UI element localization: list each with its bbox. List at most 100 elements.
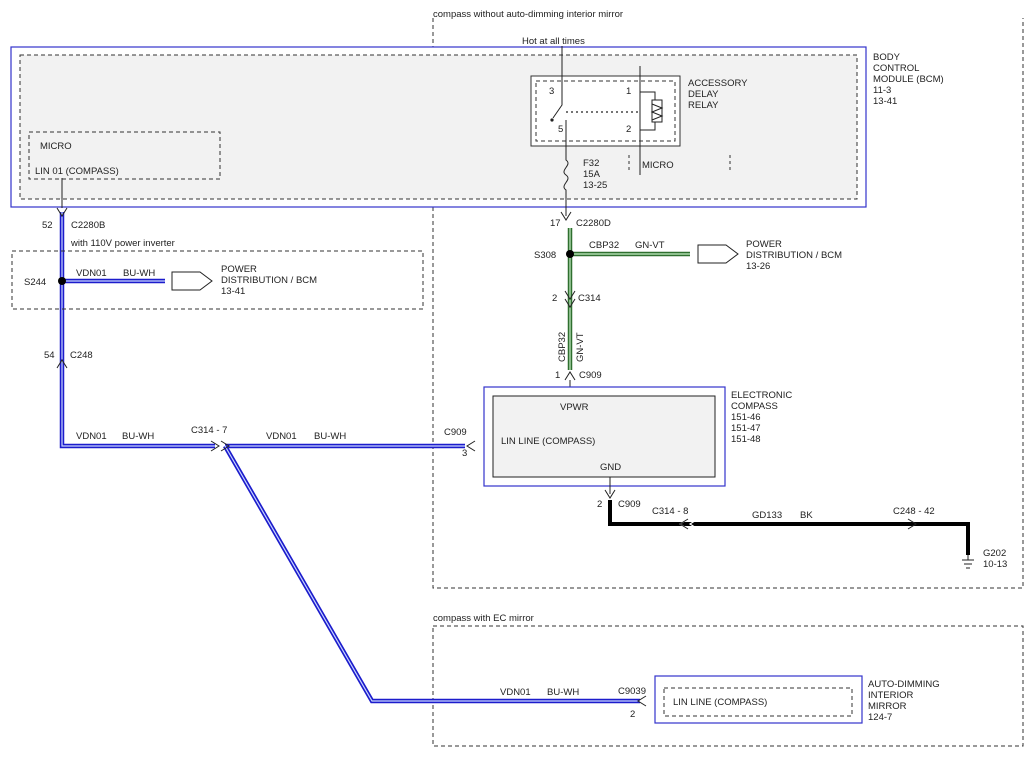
compass-module-inner — [492, 395, 716, 478]
compass-lin: LIN LINE (COMPASS) — [501, 436, 595, 447]
compass-title-3: 151-46 — [731, 412, 761, 423]
c909-a-pin: 1 — [555, 370, 560, 381]
blue-wire-left-vertical — [59, 212, 215, 449]
relay-pin-1: 1 — [626, 86, 631, 97]
compass-title-4: 151-47 — [731, 423, 761, 434]
bcm-micro-label: MICRO — [40, 141, 72, 152]
region-without-mirror-outline — [432, 18, 1024, 589]
relay-title-2: DELAY — [688, 89, 719, 100]
c9039-name: C9039 — [618, 686, 646, 697]
power-dist-2-arrow — [697, 244, 739, 264]
c314-a-name: C314 — [578, 293, 601, 304]
s244-splice-dot — [58, 277, 66, 285]
mirror-module-inner — [663, 687, 853, 717]
c2280b-pin: 52 — [42, 220, 53, 231]
power-dist-1-line-1: POWER — [221, 264, 257, 275]
wire-cbp32-branch: CBP32 — [589, 240, 619, 251]
bcm-title-5: 13-41 — [873, 96, 897, 107]
mirror-title-1: AUTO-DIMMING — [868, 679, 940, 690]
mirror-module-outline — [654, 675, 863, 724]
ground-symbol-icon — [962, 559, 974, 569]
wire-vdn01-left: VDN01 — [76, 431, 107, 442]
c909-a-connector-mark — [564, 371, 576, 381]
c2280d-pin: 17 — [550, 218, 561, 229]
mirror-title-2: INTERIOR — [868, 690, 914, 701]
relay-switch-arm — [552, 70, 563, 119]
bcm-title-4: 11-3 — [873, 85, 891, 96]
relay-title-3: RELAY — [688, 100, 719, 111]
wire-buwh-mirror: BU-WH — [547, 687, 579, 698]
compass-title-5: 151-48 — [731, 434, 761, 445]
c909-b-name: C909 — [444, 427, 467, 438]
mirror-title-4: 124-7 — [868, 712, 892, 723]
wire-buwh-mid: BU-WH — [314, 431, 346, 442]
relay-inner-box — [535, 80, 676, 142]
c909-b-connector-mark — [466, 440, 476, 452]
wire-bk: BK — [800, 510, 813, 521]
s308-label: S308 — [534, 250, 556, 261]
blue-wire-to-mirror — [223, 444, 640, 704]
fuse-line-3: 13-25 — [583, 180, 607, 191]
c314-a-connector-mark — [564, 290, 576, 308]
relay-coil-winding — [650, 103, 664, 121]
region-ec-mirror-outline — [432, 625, 1024, 747]
c248-42-connector-mark — [907, 518, 917, 530]
wire-buwh-s244: BU-WH — [123, 268, 155, 279]
power-dist-2-line-3: 13-26 — [746, 261, 770, 272]
c909-b-pin: 3 — [462, 448, 467, 459]
inverter-note: with 110V power inverter — [70, 238, 175, 249]
micro-right-ticks — [628, 155, 731, 170]
wire-gnvt-vertical: GN-VT — [575, 332, 586, 362]
c909-a-name: C909 — [579, 370, 602, 381]
wire-vdn01-mid: VDN01 — [266, 431, 297, 442]
bcm-module-inner — [19, 54, 858, 200]
c314-a-pin: 2 — [552, 293, 557, 304]
compass-title-2: COMPASS — [731, 401, 778, 412]
c248-name: C248 — [70, 350, 93, 361]
power-dist-1-line-2: DISTRIBUTION / BCM — [221, 275, 317, 286]
s308-splice-dot — [566, 250, 574, 258]
c2280d-connector-mark — [560, 211, 572, 221]
wire-vdn01-s244: VDN01 — [76, 268, 107, 279]
ground-ref: 10-13 — [983, 559, 1007, 570]
wire-gnvt-branch: GN-VT — [635, 240, 665, 251]
c314-8-label: C314 - 8 — [652, 506, 688, 517]
c2280d-name: C2280D — [576, 218, 611, 229]
wire-vdn01-mirror: VDN01 — [500, 687, 531, 698]
c248-connector-mark — [56, 359, 68, 369]
compass-vpwr: VPWR — [560, 402, 589, 413]
power-dist-1-line-3: 13-41 — [221, 286, 245, 297]
power-dist-1-arrow — [171, 271, 213, 291]
wire-buwh-left: BU-WH — [122, 431, 154, 442]
fuse-line-2: 15A — [583, 169, 601, 180]
bcm-micro-right-label: MICRO — [642, 160, 674, 171]
c2280b-connector-mark — [56, 207, 68, 217]
power-dist-2-line-1: POWER — [746, 239, 782, 250]
c909-c-pin: 2 — [597, 499, 602, 510]
bcm-title-2: CONTROL — [873, 63, 919, 74]
bcm-title-1: BODY — [873, 52, 901, 63]
c314-7-label: C314 - 7 — [191, 425, 227, 436]
c9039-pin: 2 — [630, 709, 635, 720]
s244-label: S244 — [24, 277, 46, 288]
relay-title-1: ACCESSORY — [688, 78, 748, 89]
c314-8-connector-mark — [679, 518, 689, 530]
fuse-f32-icon — [563, 140, 569, 210]
power-dist-2-line-2: DISTRIBUTION / BCM — [746, 250, 842, 261]
relay-contact-dot — [550, 118, 554, 122]
c909-c-connector-mark — [604, 489, 616, 499]
c248-pin: 54 — [44, 350, 55, 361]
wire-cbp32-vertical: CBP32 — [557, 332, 568, 362]
bcm-lin-label: LIN 01 (COMPASS) — [35, 166, 119, 177]
ground-wire-gd133 — [608, 500, 970, 555]
compass-title-1: ELECTRONIC — [731, 390, 792, 401]
relay-pin-3: 3 — [549, 86, 554, 97]
inverter-region-outline — [11, 250, 424, 310]
region-without-mirror-label: compass without auto-dimming interior mi… — [433, 9, 623, 20]
compass-gnd: GND — [600, 462, 621, 473]
wire-gd133: GD133 — [752, 510, 782, 521]
hot-at-all-times-label: Hot at all times — [522, 36, 585, 47]
mirror-lin: LIN LINE (COMPASS) — [673, 697, 767, 708]
region-ec-mirror-label: compass with EC mirror — [433, 613, 534, 624]
c2280b-name: C2280B — [71, 220, 105, 231]
